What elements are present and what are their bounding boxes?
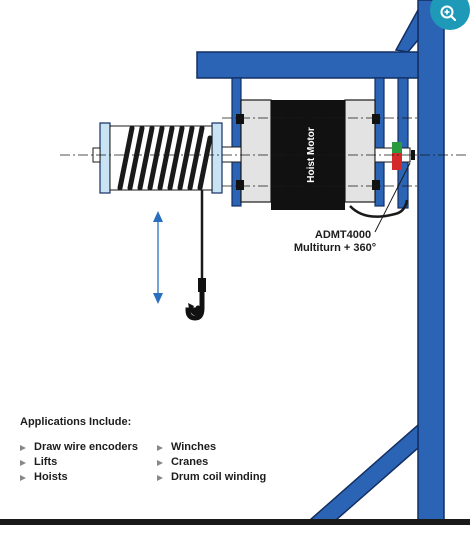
hook-body: [185, 287, 205, 321]
encoder-callout-leader: [374, 162, 411, 233]
bullet-triangle-icon: [20, 459, 26, 466]
application-item-label: Draw wire encoders: [34, 441, 138, 453]
drive-shaft-left: [220, 146, 242, 163]
coil-turn: [117, 125, 135, 191]
application-item: Winches: [156, 441, 266, 454]
coil-turn: [167, 125, 185, 191]
encoder-magnet-red: [392, 153, 402, 170]
arrow-head-up: [153, 211, 163, 222]
coil-turn: [197, 135, 213, 191]
flange-bolt: [236, 180, 244, 190]
applications-column-1: Draw wire encoders Lifts Hoists: [20, 441, 138, 484]
bullet-triangle-icon: [156, 474, 163, 481]
application-item: Hoists: [20, 471, 138, 484]
coil-turn: [157, 125, 175, 191]
applications-section: Applications Include: Draw wire encoders…: [20, 416, 320, 484]
vertical-motion-arrow: [153, 211, 163, 304]
flange-bolt: [372, 180, 380, 190]
floor-line: [0, 519, 470, 525]
zoom-in-icon: [440, 5, 457, 22]
bullet-triangle-icon: [20, 444, 26, 451]
bullet-triangle-icon: [156, 444, 163, 451]
encoder-label-line1: ADMT4000: [315, 229, 371, 241]
frame-vertical-post: [417, 0, 445, 523]
frame-horizontal-beam: [196, 51, 419, 79]
motor-flange-right: [344, 99, 376, 203]
applications-list: Draw wire encoders Lifts Hoists Winches …: [20, 441, 320, 484]
application-item: Lifts: [20, 456, 138, 469]
application-item: Drum coil winding: [156, 471, 267, 484]
crane-hook: [185, 278, 206, 321]
coil-turn: [177, 125, 195, 191]
encoder-sensor: [411, 150, 415, 160]
application-item-label: Hoists: [34, 471, 68, 483]
flange-bolt: [372, 114, 380, 124]
hoist-motor-label: Hoist Motor: [306, 127, 317, 183]
frame-bottom-brace: [308, 423, 419, 521]
encoder-label-line2: Multiturn + 360°: [294, 242, 376, 254]
application-item-label: Cranes: [170, 456, 209, 468]
application-item-label: Drum coil winding: [170, 471, 267, 483]
encoder-magnet-green: [392, 142, 402, 153]
coil-turn: [147, 125, 165, 191]
encoder-cable: [349, 199, 409, 218]
coil-turn: [187, 125, 205, 191]
coil-turn: [137, 125, 155, 191]
application-item-label: Winches: [170, 441, 217, 453]
flange-bolt: [236, 114, 244, 124]
frame-top-brace: [394, 9, 419, 53]
wire-coil: [117, 125, 213, 191]
applications-heading: Applications Include:: [20, 416, 132, 428]
coil-turn: [127, 125, 145, 191]
drum-end-plate-right: [211, 122, 223, 194]
motor-flange-left: [240, 99, 272, 203]
bullet-triangle-icon: [156, 459, 163, 466]
application-item-label: Lifts: [34, 456, 58, 468]
hook-tip: [188, 303, 194, 313]
hook-shank: [198, 278, 206, 292]
application-item: Draw wire encoders: [20, 441, 138, 454]
drum-end-plate-left: [99, 122, 111, 194]
applications-column-2: Winches Cranes Drum coil winding: [156, 441, 267, 484]
bullet-triangle-icon: [20, 474, 26, 481]
zoom-in-button[interactable]: [430, 0, 470, 30]
application-item: Cranes: [156, 456, 266, 469]
arrow-head-down: [153, 293, 163, 304]
